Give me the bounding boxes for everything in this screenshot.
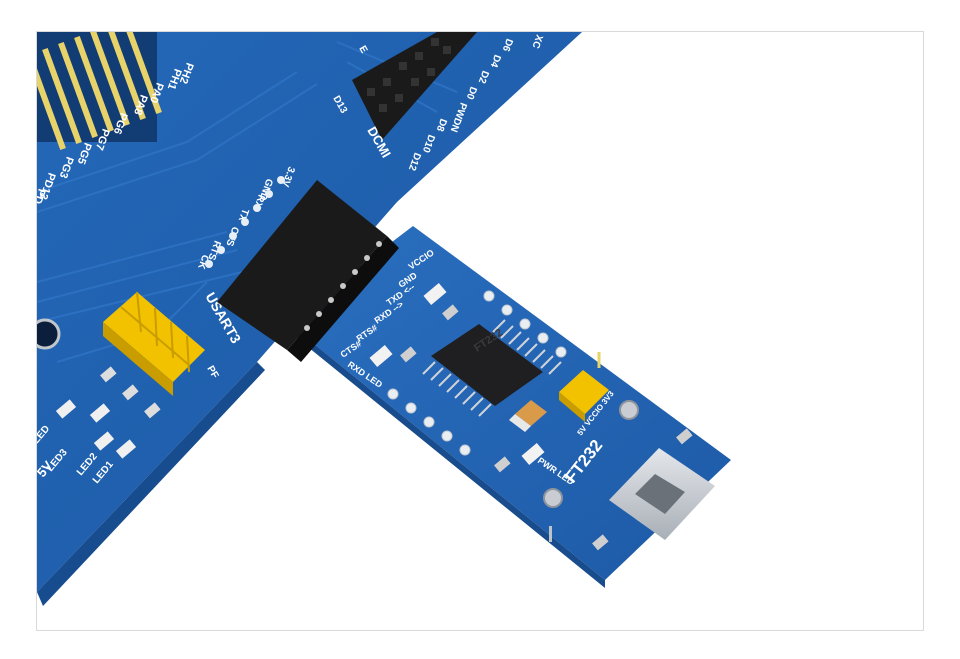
dcmi-pin-label: D4 [488, 53, 503, 69]
screw [543, 488, 563, 508]
dcmi-pin-label: E [356, 44, 369, 56]
ft232-leds [369, 282, 693, 551]
dcmi-pin-label: D8 [434, 117, 449, 133]
photo-frame: PH2 PH1 PA0 PA8 PG6 PG7 PG5 PG3 PD13 PD … [36, 31, 924, 631]
screw [619, 400, 639, 420]
tantalum-capacitor [509, 400, 547, 432]
ft232-chip: FT232 [422, 319, 562, 417]
ft232-pin-holes [387, 290, 567, 456]
gpio-label: PD [37, 187, 47, 206]
dcmi-pin-label: D6 [500, 37, 515, 53]
dcmi-pin-label: D0 [464, 85, 479, 101]
vccio-jumper [559, 352, 609, 422]
usart3-header [205, 176, 399, 362]
mounting-hole [37, 318, 61, 350]
board-pin [549, 526, 552, 542]
product-photo: PH2 PH1 PA0 PA8 PG6 PG7 PG5 PG3 PD13 PD … [37, 32, 731, 606]
ft232-board: FT232 [287, 226, 731, 588]
main-board-leds [55, 366, 161, 459]
main-jumper-block: PF [103, 291, 220, 396]
dcmi-pin-label: XC [529, 33, 544, 50]
gpio-pin-header [37, 32, 162, 151]
dcmi-pin-label: D2 [476, 69, 491, 85]
usb-c-connector [609, 448, 715, 540]
